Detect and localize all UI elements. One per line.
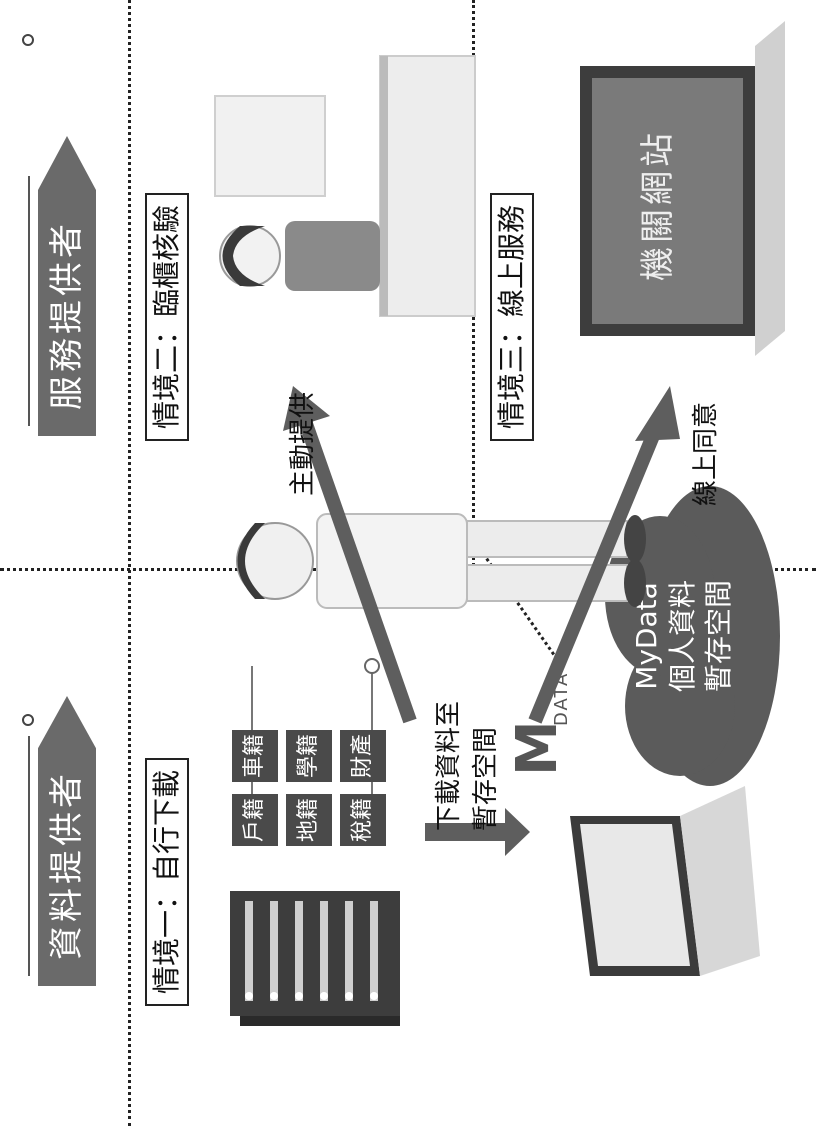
active-provide-arrow bbox=[283, 386, 417, 724]
document-card: 地籍 bbox=[286, 794, 332, 846]
person-icon bbox=[236, 513, 646, 609]
banner-data-provider: 資料提供者 bbox=[38, 696, 96, 986]
document-card: 車籍 bbox=[232, 730, 278, 782]
document-grid: 戶籍 地籍 稅籍 車籍 學籍 財產 bbox=[232, 646, 392, 846]
banner-service-provider: 服務提供者 bbox=[38, 136, 96, 436]
scenario-1-label: 情境一：自行下載 bbox=[145, 757, 189, 1006]
online-consent-arrow bbox=[528, 386, 680, 724]
counter-clerk-icon bbox=[214, 55, 476, 317]
agency-website-label: 機關網站 bbox=[638, 129, 678, 281]
download-label-2: 暫存空間 bbox=[471, 726, 501, 831]
document-card: 學籍 bbox=[286, 730, 332, 782]
divider-horizontal bbox=[128, 0, 131, 1126]
online-consent-label: 線上同意 bbox=[691, 401, 721, 506]
banner-decoration bbox=[28, 736, 30, 976]
banner-dot bbox=[22, 714, 34, 726]
document-card: 財產 bbox=[340, 730, 386, 782]
download-arrow bbox=[425, 808, 530, 856]
scenario-2-label: 情境二：臨櫃核驗 bbox=[145, 192, 189, 441]
laptop-icon bbox=[570, 786, 760, 976]
cloud-line-3: 暫存空間 bbox=[702, 580, 735, 693]
agency-laptop-icon bbox=[580, 21, 785, 356]
download-label: 下載資料至 bbox=[434, 700, 464, 831]
server-rack-icon bbox=[230, 891, 400, 1026]
banner-decoration bbox=[28, 176, 30, 426]
active-provide-label: 主動提供 bbox=[288, 391, 318, 496]
document-card: 戶籍 bbox=[232, 794, 278, 846]
document-card: 稅籍 bbox=[340, 794, 386, 846]
banner-dot bbox=[22, 34, 34, 46]
